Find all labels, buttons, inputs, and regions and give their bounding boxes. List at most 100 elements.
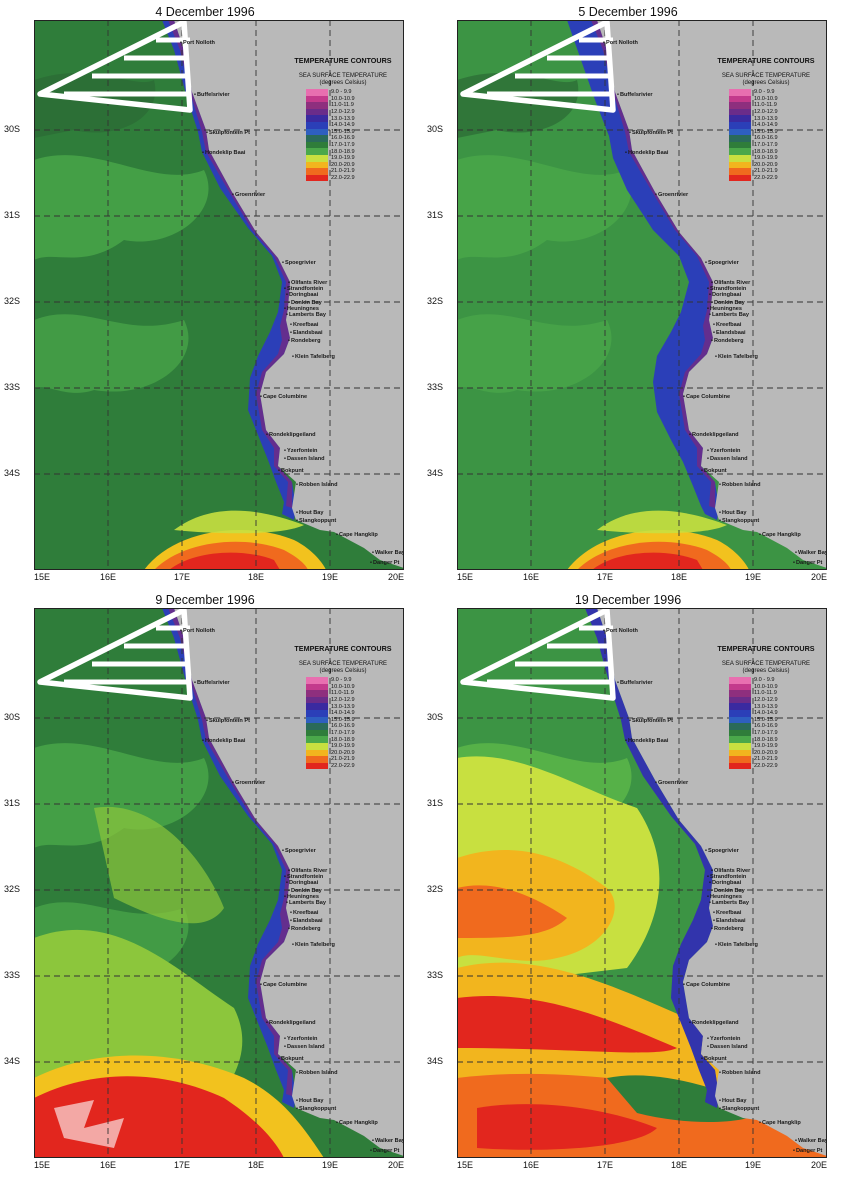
latitude-tick: 32S <box>4 296 21 306</box>
legend-swatch <box>306 690 328 697</box>
legend-label: 10.0-10.9 <box>331 95 355 102</box>
upwelling-zone <box>567 20 719 520</box>
land-mass <box>174 20 404 568</box>
longitude-tick: 16E <box>99 572 117 582</box>
legend-item: 19.0-19.9 <box>729 154 827 162</box>
legend-swatch <box>729 89 751 96</box>
legend-swatch <box>306 115 328 122</box>
legend-label: 22.0-22.9 <box>754 175 778 182</box>
legend-item: 14.0-14.9 <box>306 709 404 717</box>
legend-item: 18.0-18.9 <box>306 736 404 743</box>
legend-swatch <box>306 161 328 169</box>
legend-label: 18.0-18.9 <box>754 736 778 743</box>
legend-item: 9.0 - 9.9 <box>306 89 404 96</box>
latitude-tick: 30S <box>427 712 444 722</box>
legend-swatch <box>306 683 328 691</box>
legend-swatch <box>306 168 328 175</box>
longitude-tick: 17E <box>173 572 191 582</box>
longitude-tick: 15E <box>33 572 51 582</box>
legend-item: 19.0-19.9 <box>729 742 827 750</box>
legend-item: 14.0-14.9 <box>306 121 404 129</box>
legend-label: 17.0-17.9 <box>754 730 778 737</box>
legend-item: 10.0-10.9 <box>729 95 827 103</box>
upwelling-zone <box>162 608 296 1108</box>
legend-item: 20.0-20.9 <box>729 749 827 757</box>
latitude-tick: 33S <box>427 382 444 392</box>
legend-swatch <box>729 683 751 691</box>
map-panel: 4 December 1996Port NollothBuffelsrivier… <box>0 4 410 589</box>
legend-label: 15.0-15.9 <box>331 128 355 135</box>
legend-label: 21.0-21.9 <box>754 756 778 763</box>
legend-label: 18.0-18.9 <box>754 148 778 155</box>
legend-label: 20.0-20.9 <box>754 749 778 756</box>
longitude-tick: 16E <box>99 1160 117 1170</box>
legend-item: 17.0-17.9 <box>729 729 827 737</box>
legend-swatch <box>729 174 751 182</box>
legend-label: 22.0-22.9 <box>331 175 355 182</box>
legend-title: TEMPERATURE CONTOURS <box>717 56 815 65</box>
legend-swatch <box>306 762 328 770</box>
legend-swatch <box>729 703 751 710</box>
legend-label: 11.0-11.9 <box>754 102 777 109</box>
temperature-legend: TEMPERATURE CONTOURS SEA SURFACE TEMPERAT… <box>280 644 404 770</box>
legend-swatch <box>306 742 328 750</box>
legend-label: 21.0-21.9 <box>331 756 355 763</box>
legend-item: 18.0-18.9 <box>729 148 827 155</box>
panel-title: 5 December 1996 <box>578 5 678 19</box>
legend-swatch <box>306 716 328 724</box>
legend-swatch <box>729 736 751 743</box>
sst-map: Port NollothBuffelsrivierSkulpfontein Pt… <box>34 20 404 570</box>
legend-label: 9.0 - 9.9 <box>754 89 775 96</box>
legend-subtitle: SEA SURFACE TEMPERATURE(degrees Celsius) <box>280 661 404 675</box>
longitude-tick: 20E <box>810 572 828 582</box>
legend-units: (degrees Celsius) <box>742 668 790 674</box>
upwelling-zone <box>162 20 296 520</box>
legend-item: 14.0-14.9 <box>729 121 827 129</box>
wind-arrow-icon <box>460 20 616 113</box>
legend-subtitle: SEA SURFACE TEMPERATURE(degrees Celsius) <box>280 73 404 87</box>
legend-subtitle-line: SEA SURFACE TEMPERATURE <box>721 661 811 667</box>
legend-item: 22.0-22.9 <box>306 762 404 770</box>
legend-item: 15.0-15.9 <box>729 128 827 136</box>
legend-label: 12.0-12.9 <box>331 697 355 704</box>
legend-swatch <box>306 89 328 96</box>
legend-item: 13.0-13.9 <box>306 115 404 122</box>
longitude-tick: 19E <box>321 572 339 582</box>
legend-label: 20.0-20.9 <box>331 161 355 168</box>
sst-map-graphic <box>34 608 404 1158</box>
legend-item: 20.0-20.9 <box>306 161 404 169</box>
legend-item: 11.0-11.9 <box>729 690 827 697</box>
latitude-tick: 31S <box>4 210 21 220</box>
legend-item: 15.0-15.9 <box>729 716 827 724</box>
panel-title: 19 December 1996 <box>574 593 682 607</box>
legend-item: 10.0-10.9 <box>306 683 404 691</box>
legend-item: 18.0-18.9 <box>729 736 827 743</box>
latitude-tick: 30S <box>4 124 21 134</box>
legend-item: 15.0-15.9 <box>306 128 404 136</box>
legend-swatch <box>729 716 751 724</box>
legend-swatch <box>729 141 751 149</box>
legend-swatch <box>306 729 328 737</box>
legend-swatch <box>729 729 751 737</box>
legend-item: 15.0-15.9 <box>306 716 404 724</box>
latitude-tick: 32S <box>4 884 21 894</box>
legend-label: 14.0-14.9 <box>331 710 355 717</box>
panel-title: 9 December 1996 <box>155 593 255 607</box>
legend-item: 19.0-19.9 <box>306 154 404 162</box>
legend-title: TEMPERATURE CONTOURS <box>717 644 815 653</box>
legend-label: 21.0-21.9 <box>754 168 778 175</box>
legend-label: 14.0-14.9 <box>754 710 778 717</box>
latitude-tick: 30S <box>4 712 21 722</box>
legend-swatch <box>306 677 328 684</box>
legend-item: 9.0 - 9.9 <box>306 677 404 684</box>
legend-item: 21.0-21.9 <box>729 756 827 763</box>
latitude-tick: 33S <box>427 970 444 980</box>
legend-item: 12.0-12.9 <box>729 696 827 704</box>
latitude-tick: 34S <box>4 1056 21 1066</box>
land-mass <box>597 20 827 568</box>
legend-title: TEMPERATURE CONTOURS <box>294 644 392 653</box>
longitude-tick: 20E <box>387 1160 405 1170</box>
